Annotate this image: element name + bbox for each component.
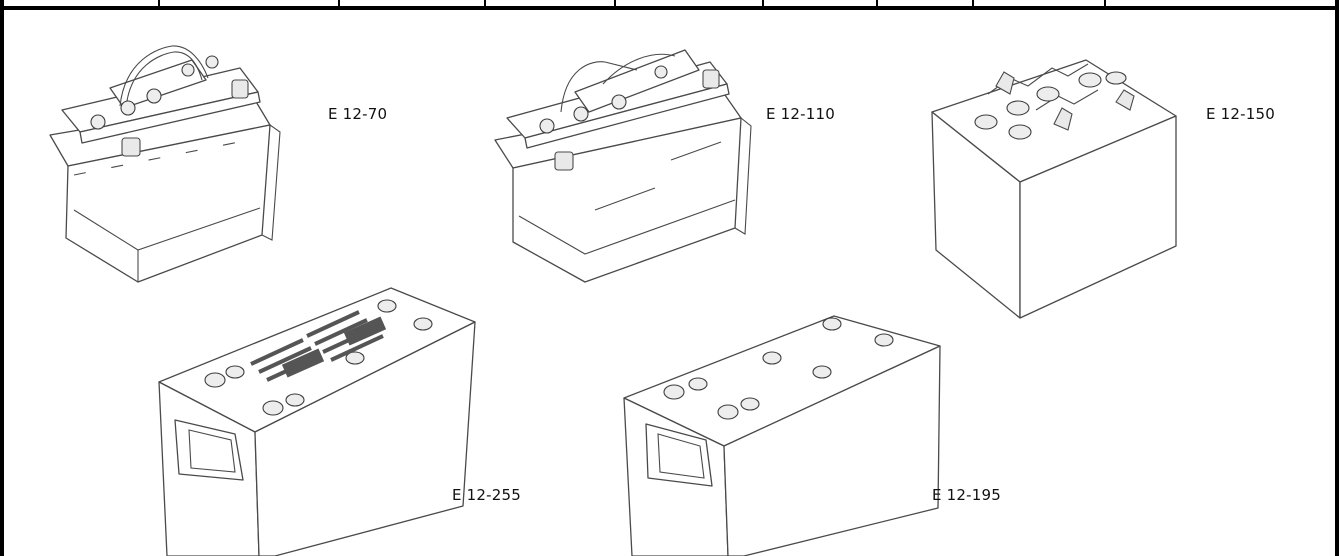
battery-model-label: E 12-255 <box>452 486 521 504</box>
column-divider <box>876 0 878 8</box>
battery-model-label: E 12-150 <box>1206 105 1275 123</box>
column-divider <box>338 0 340 8</box>
column-divider <box>1104 0 1106 8</box>
column-divider <box>484 0 486 8</box>
battery-e12-70-illustration <box>49 45 281 283</box>
battery-e12-110-illustration <box>494 49 752 283</box>
battery-e12-195-illustration <box>623 315 941 556</box>
battery-model-label: E 12-195 <box>932 486 1001 504</box>
battery-e12-255-illustration <box>158 287 476 556</box>
column-divider <box>762 0 764 8</box>
frame-border-right <box>1335 0 1339 556</box>
frame-border-left <box>0 0 4 556</box>
battery-e12-150-illustration <box>931 59 1177 319</box>
battery-model-label: E 12-110 <box>766 105 835 123</box>
table-rule <box>0 6 1339 10</box>
column-divider <box>972 0 974 8</box>
column-divider <box>614 0 616 8</box>
column-divider <box>158 0 160 8</box>
battery-model-label: E 12-70 <box>328 105 388 123</box>
table-header-strip <box>0 0 1339 10</box>
